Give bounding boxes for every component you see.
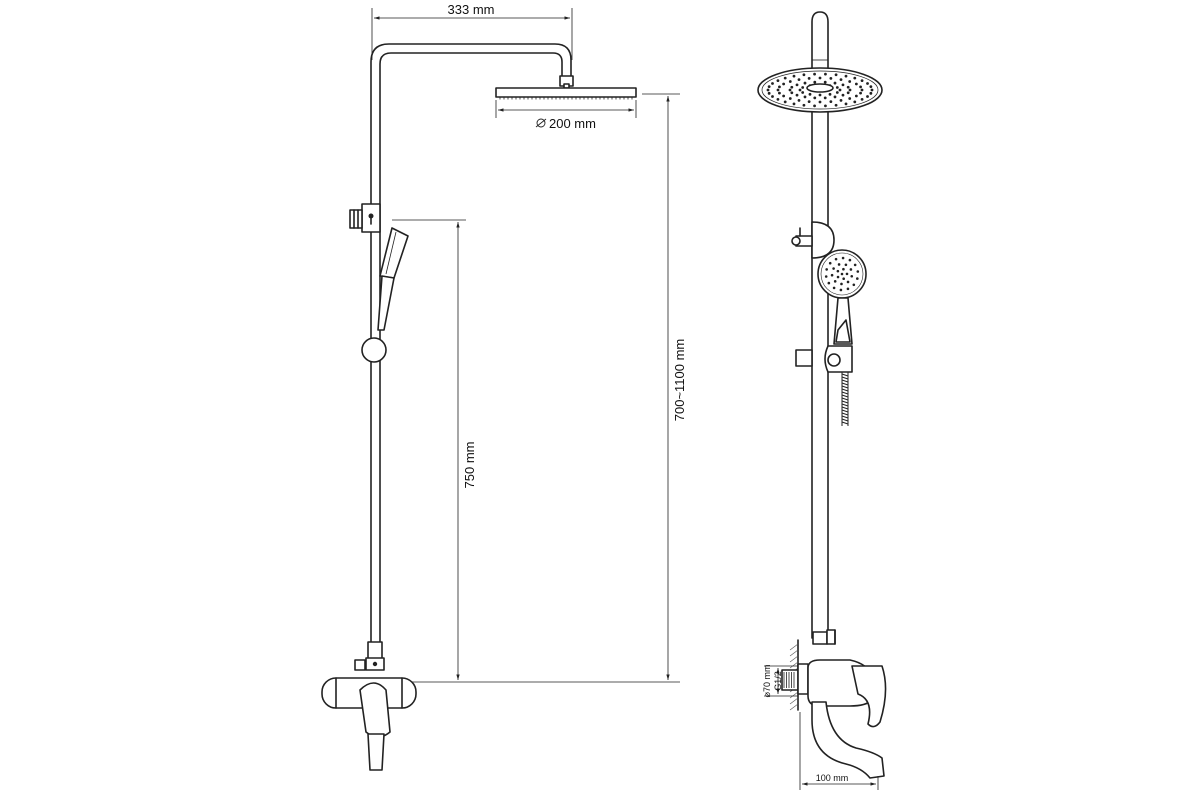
head-diameter-label: 200 mm [549,116,596,131]
mixer-handle[interactable] [359,682,391,738]
arm-length-dimension: 333 mm [371,2,573,60]
pipe-dimension: ⌀70 mm G1/2 [762,665,798,698]
hand-shower [377,227,409,331]
slider-ball[interactable] [361,337,387,363]
height-range-label: 700~1100 mm [672,339,687,422]
spout-length-dimension: 100 mm [799,712,879,790]
wall-connector [781,663,809,695]
overhead-shower-head [495,87,637,100]
pipe-diameter-label: ⌀70 mm [762,665,772,698]
side-mixer-handle[interactable] [851,665,887,728]
arm-length-label: 333 mm [448,2,495,17]
mixer-front [321,641,417,771]
hand-shower-face [817,249,867,299]
head-diameter-dimension: 200 mm [495,100,637,131]
height-range-dimension: 700~1100 mm [642,93,687,680]
side-bracket [791,221,835,259]
front-view: 333 mm 200 mm [321,2,687,771]
thread-label: G1/2 [773,671,783,691]
overhead-arm [370,43,572,663]
side-view: ⌀70 mm G1/2 100 mm [757,11,887,790]
bar-height-dimension: 750 mm [382,219,680,683]
mixer-side [807,659,887,779]
side-slider [795,345,853,373]
height-adjust-knob[interactable] [349,203,381,233]
bar-height-label: 750 mm [462,442,477,489]
spout-length-label: 100 mm [816,773,849,783]
overhead-arm-inner [379,52,563,663]
overhead-shower-head-face [757,67,883,113]
hose [841,372,849,426]
diameter-icon [535,118,547,128]
